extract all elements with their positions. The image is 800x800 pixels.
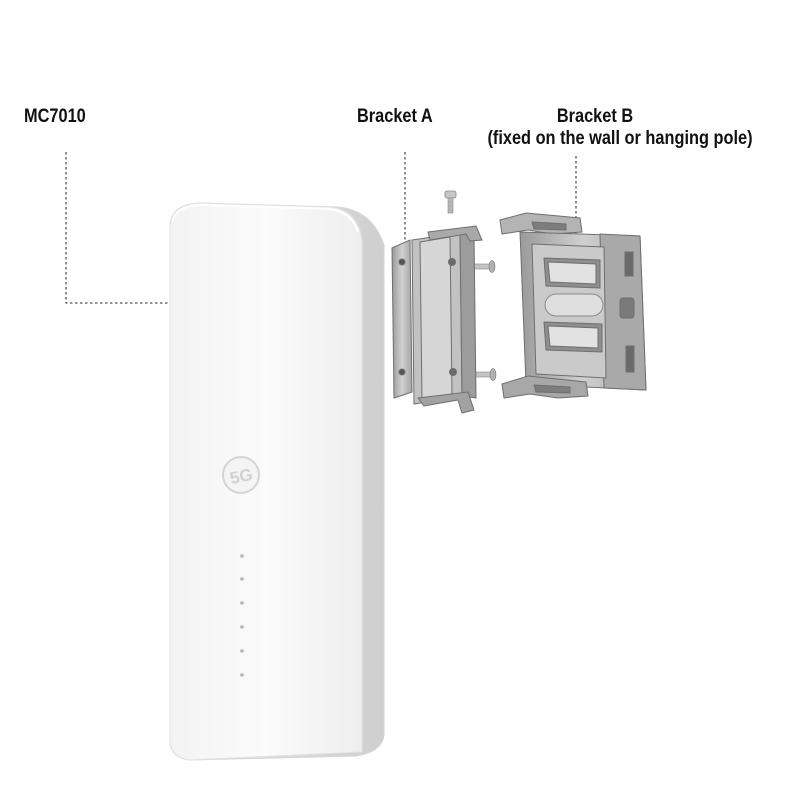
5g-logo-icon: 5G: [222, 456, 260, 494]
bracket-b-note: (fixed on the wall or hanging pole): [487, 128, 753, 149]
indicator-lights: [240, 554, 244, 677]
screw-middle-icon: [471, 260, 496, 273]
svg-text:5G: 5G: [228, 465, 254, 488]
device-mc7010: 5G: [169, 202, 385, 761]
device-leader-line: [65, 152, 206, 304]
screw-lower-icon: [472, 368, 497, 381]
bracket-b: [499, 212, 647, 399]
device-label: MC7010: [24, 106, 86, 127]
bracket-a: [391, 225, 483, 414]
screw-top-icon: [444, 190, 457, 214]
bracket-a-label: Bracket A: [357, 106, 433, 127]
bracket-b-label: Bracket B: [556, 106, 634, 127]
